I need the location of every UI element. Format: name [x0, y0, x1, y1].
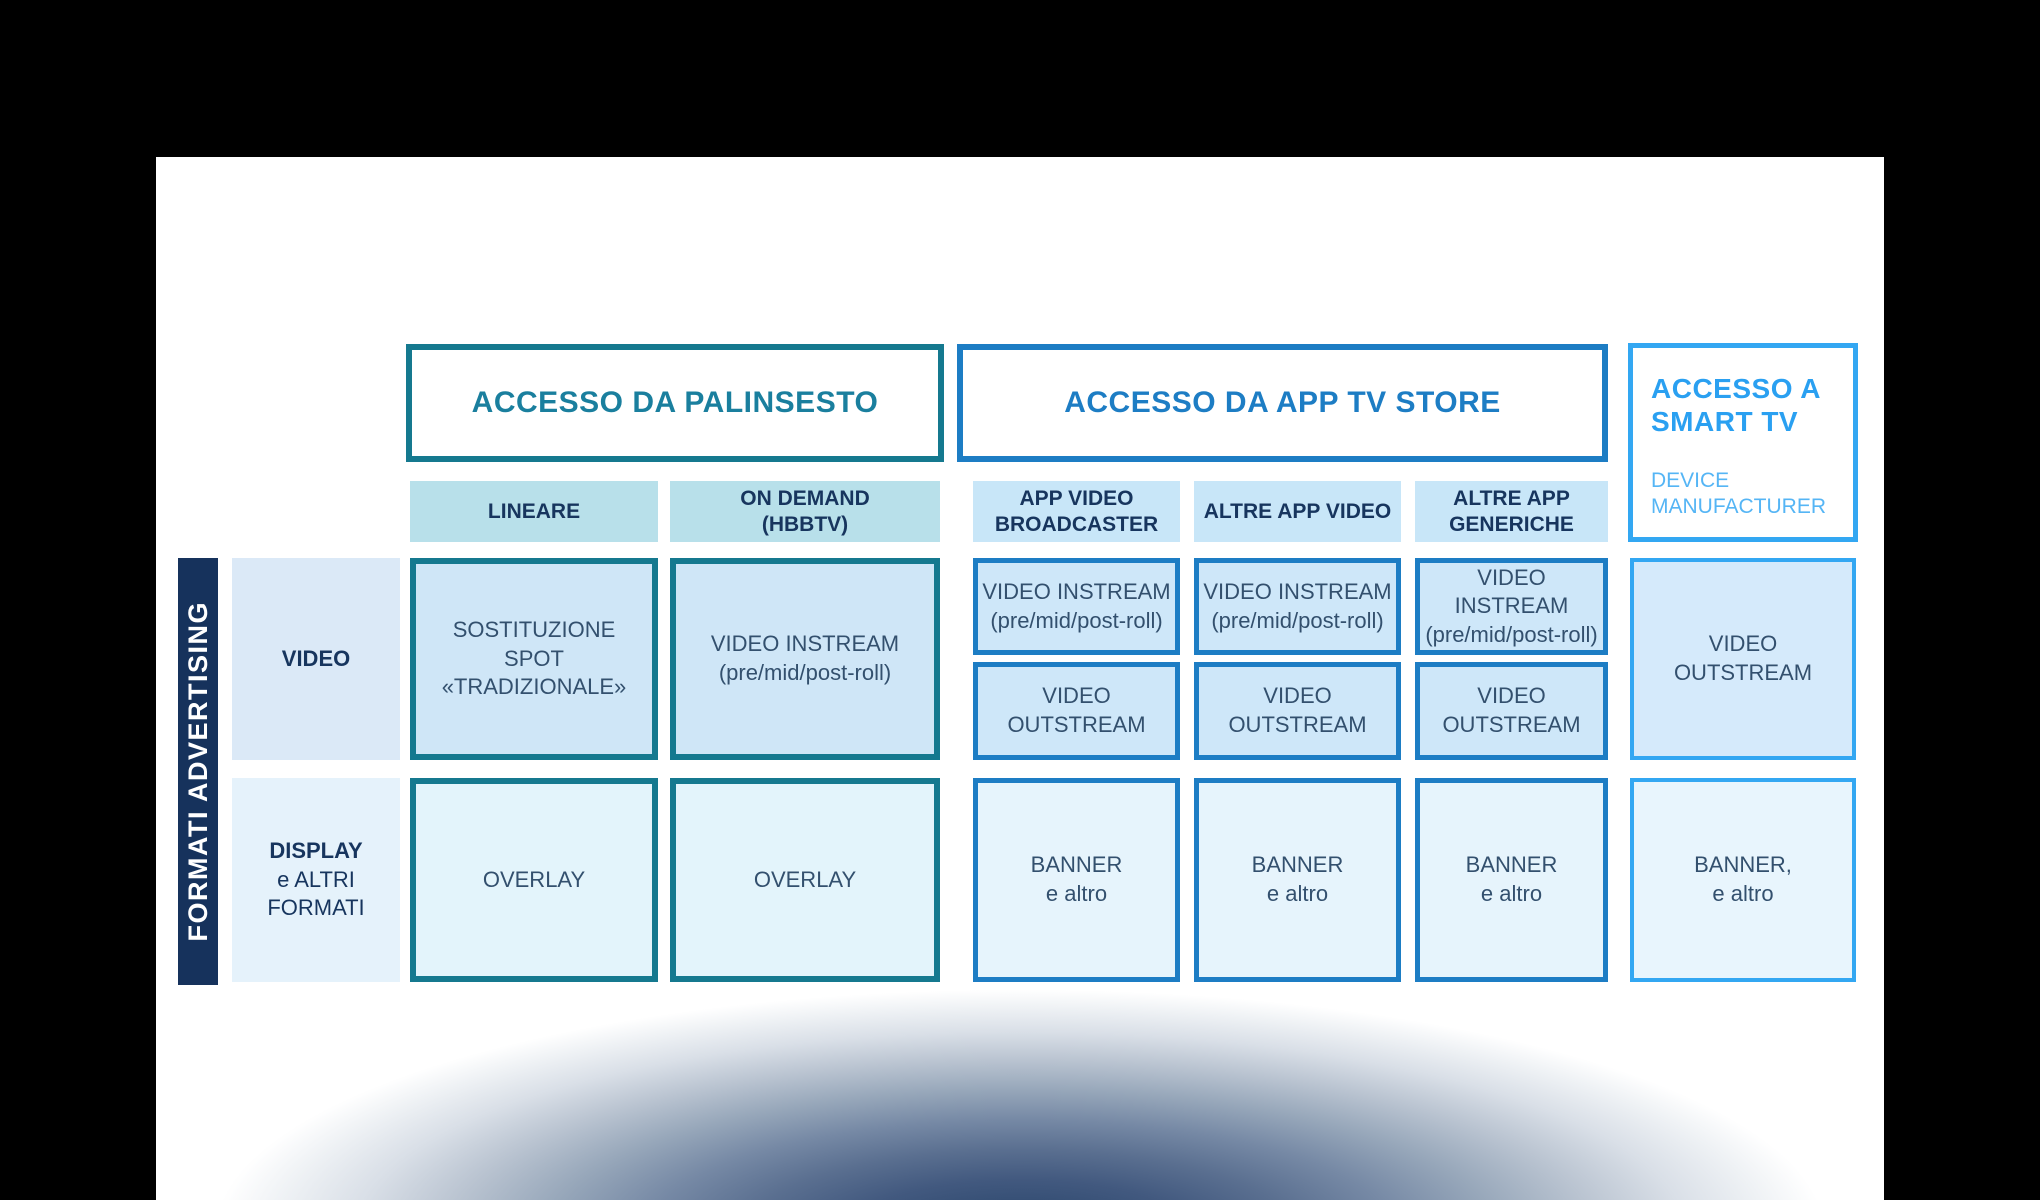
- subheader-altre-app-generiche: ALTRE APP GENERICHE: [1415, 481, 1608, 542]
- cell-video-outstream-altre-app-generiche: VIDEO OUTSTREAM: [1415, 662, 1608, 760]
- group-subtitle-device-manufacturer: DEVICE MANUFACTURER: [1651, 469, 1827, 519]
- cell-display-banner-altre-app-video: BANNER e altro: [1194, 778, 1401, 982]
- cell-video-instream-altre-app-generiche: VIDEO INSTREAM (pre/mid/post-roll): [1415, 558, 1608, 655]
- cell-display-overlay-on-demand: OVERLAY: [670, 778, 940, 982]
- subheader-altre-app-video: ALTRE APP VIDEO: [1194, 481, 1401, 542]
- row-label-display-rest: e ALTRI FORMATI: [267, 866, 365, 921]
- cell-video-on-demand: VIDEO INSTREAM (pre/mid/post-roll): [670, 558, 940, 760]
- group-box-smart-tv: ACCESSO A SMART TV DEVICE MANUFACTURER: [1628, 343, 1858, 542]
- subheader-lineare: LINEARE: [410, 481, 658, 542]
- group-box-palinsesto: ACCESSO DA PALINSESTO: [406, 344, 944, 462]
- cell-display-banner-smart-tv: BANNER, e altro: [1630, 778, 1856, 982]
- slide-canvas: FORMATI ADVERTISING VIDEO DISPLAY e ALTR…: [156, 157, 1884, 1200]
- group-title-smart-tv: ACCESSO A SMART TV: [1651, 373, 1821, 438]
- cell-display-banner-altre-app-generiche: BANNER e altro: [1415, 778, 1608, 982]
- row-label-video: VIDEO: [232, 558, 400, 760]
- formati-advertising-band: FORMATI ADVERTISING: [178, 558, 218, 985]
- group-box-app-tv-store: ACCESSO DA APP TV STORE: [957, 344, 1608, 462]
- cell-video-outstream-app-broadcaster: VIDEO OUTSTREAM: [973, 662, 1180, 760]
- cell-display-banner-app-broadcaster: BANNER e altro: [973, 778, 1180, 982]
- row-label-video-text: VIDEO: [281, 645, 351, 671]
- cell-video-outstream-smart-tv: VIDEO OUTSTREAM: [1630, 558, 1856, 760]
- subheader-app-video-broadcaster: APP VIDEO BROADCASTER: [973, 481, 1180, 542]
- cell-video-lineare: SOSTITUZIONE SPOT «TRADIZIONALE»: [410, 558, 658, 760]
- cell-video-instream-altre-app-video: VIDEO INSTREAM (pre/mid/post-roll): [1194, 558, 1401, 655]
- formati-advertising-label: FORMATI ADVERTISING: [182, 601, 213, 942]
- row-label-display-bold: DISPLAY: [269, 838, 363, 864]
- cell-display-overlay-lineare: OVERLAY: [410, 778, 658, 982]
- group-title-palinsesto: ACCESSO DA PALINSESTO: [471, 386, 879, 419]
- cell-video-outstream-altre-app-video: VIDEO OUTSTREAM: [1194, 662, 1401, 760]
- group-title-app-tv-store: ACCESSO DA APP TV STORE: [1064, 386, 1501, 419]
- row-label-display: DISPLAY e ALTRI FORMATI: [232, 778, 400, 982]
- cell-video-instream-app-broadcaster: VIDEO INSTREAM (pre/mid/post-roll): [973, 558, 1180, 655]
- subheader-on-demand-hbbtv: ON DEMAND (HBBTV): [670, 481, 940, 542]
